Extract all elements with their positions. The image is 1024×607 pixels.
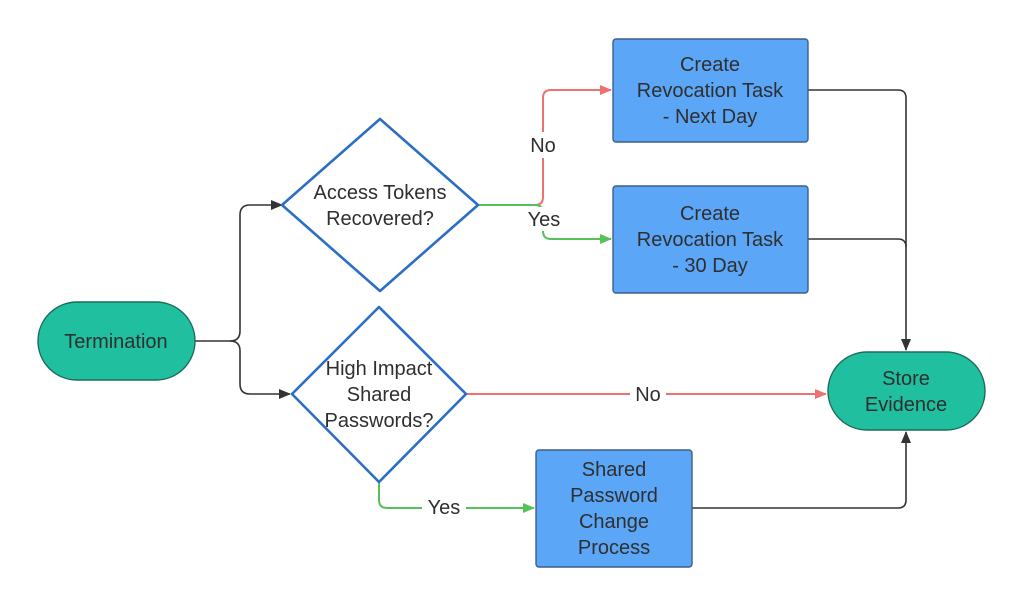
revoke-30-day-label-line: - 30 Day <box>672 255 748 277</box>
access-tokens-label-line: Access Tokens <box>313 182 446 204</box>
revocation-next-day-shape <box>612 38 809 143</box>
edge-labels-layer: No Yes No Yes <box>422 132 666 521</box>
high-impact-label-line: High Impact <box>326 358 433 380</box>
access-tokens-label-line: Recovered? <box>326 208 434 230</box>
revoke-next-day-label-line: Revocation Task <box>637 80 784 102</box>
revoke-next-day-label-line: Create <box>680 54 740 76</box>
store-evidence-label-line: Store <box>882 368 930 390</box>
shared-password-change-label-line: Change <box>579 511 649 533</box>
edge-next-day-to-store-evidence <box>808 89 911 351</box>
edge-label-tokens-yes: Yes <box>528 209 561 231</box>
store-evidence-shape <box>827 351 986 431</box>
termination-label-line: Termination <box>64 331 167 353</box>
edge-label-passwords-no: No <box>635 384 661 406</box>
revocation-30-day-shape <box>612 185 809 294</box>
shared-password-change-shape <box>535 449 693 568</box>
termination-shape <box>37 301 196 381</box>
revoke-next-day-label-line: - Next Day <box>663 106 757 128</box>
node-termination[interactable]: Termination <box>37 301 196 381</box>
edge-label-passwords-yes: Yes <box>428 497 461 519</box>
revoke-30-day-label-line: Revocation Task <box>637 229 784 251</box>
shared-password-change-label-line: Shared <box>582 459 647 481</box>
shared-password-change-label-line: Process <box>578 537 650 559</box>
termination-label: Termination <box>64 331 167 353</box>
high-impact-diamond <box>290 305 468 484</box>
high-impact-label-line: Shared <box>347 384 412 406</box>
edge-30-day-to-store-evidence <box>808 238 907 248</box>
revoke-30-day-label-line: Create <box>680 203 740 225</box>
high-impact-label-line: Passwords? <box>325 410 434 432</box>
store-evidence-label-line: Evidence <box>865 394 947 416</box>
edge-password-change-to-store-evidence <box>692 431 911 509</box>
edge-termination-to-access-tokens <box>195 200 283 342</box>
edge-high-impact-yes <box>378 482 535 513</box>
shared-password-change-label-line: Password <box>570 485 658 507</box>
edge-termination-to-high-impact <box>229 340 291 399</box>
edge-label-tokens-no: No <box>530 135 556 157</box>
access-tokens-diamond <box>280 117 480 293</box>
